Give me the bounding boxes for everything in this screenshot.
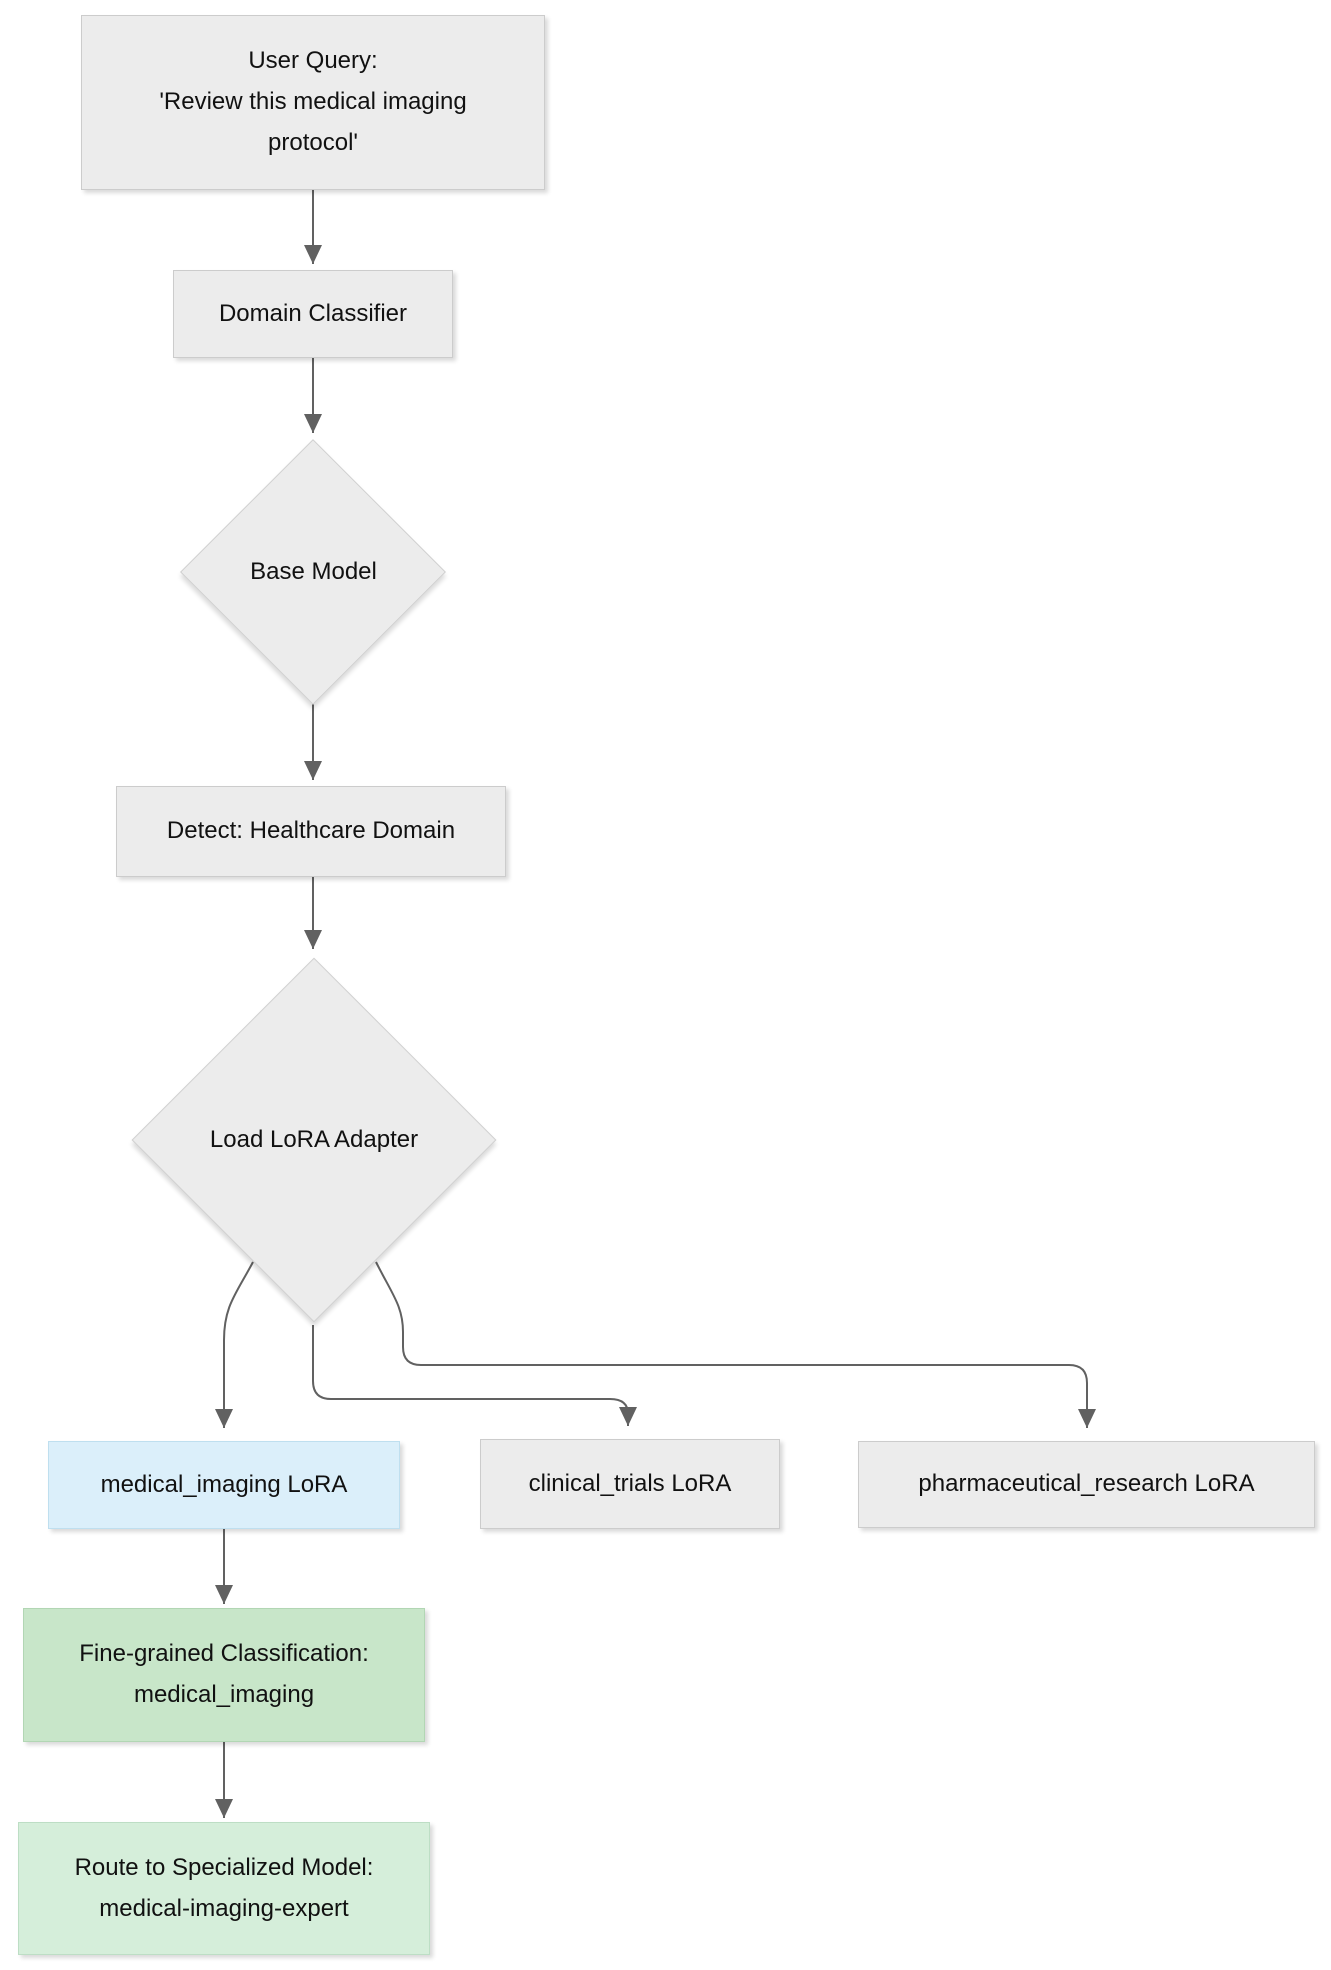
node-clinical-trials-lora-label: clinical_trials LoRA bbox=[528, 1469, 732, 1497]
node-load-lora-shape bbox=[131, 957, 497, 1323]
node-pharmaceutical-research-lora: pharmaceutical_research LoRA bbox=[858, 1441, 1315, 1528]
node-user-query: User Query: 'Review this medical imaging… bbox=[81, 15, 545, 190]
node-user-query-line2: 'Review this medical imaging bbox=[159, 88, 467, 116]
node-route-specialized-model: Route to Specialized Model: medical-imag… bbox=[18, 1822, 430, 1955]
node-detect-healthcare: Detect: Healthcare Domain bbox=[116, 786, 506, 877]
node-fine-grained-line2: medical_imaging bbox=[133, 1681, 315, 1708]
node-detect-healthcare-label: Detect: Healthcare Domain bbox=[166, 817, 456, 845]
node-route-line1: Route to Specialized Model: bbox=[74, 1853, 374, 1881]
node-user-query-line3: protocol' bbox=[268, 128, 358, 156]
node-base-model-shape bbox=[180, 439, 446, 705]
node-route-line2: medical-imaging-expert bbox=[99, 1894, 349, 1922]
node-clinical-trials-lora: clinical_trials LoRA bbox=[480, 1439, 780, 1529]
node-domain-classifier-label: Domain Classifier bbox=[218, 299, 408, 327]
node-fine-grained-line1: Fine-grained Classification: bbox=[79, 1640, 369, 1668]
edge-loadlora-medical bbox=[215, 1261, 254, 1428]
node-pharmaceutical-research-lora-label: pharmaceutical_research LoRA bbox=[918, 1470, 1255, 1498]
node-medical-imaging-lora-label: medical_imaging LoRA bbox=[100, 1470, 348, 1498]
node-fine-grained-classification: Fine-grained Classification: medical_ima… bbox=[23, 1608, 425, 1742]
node-medical-imaging-lora: medical_imaging LoRA bbox=[48, 1441, 400, 1529]
node-domain-classifier: Domain Classifier bbox=[173, 270, 453, 358]
edge-loadlora-pharma bbox=[375, 1261, 1096, 1428]
edge-loadlora-clinical bbox=[312, 1325, 637, 1426]
node-user-query-line1: User Query: bbox=[248, 47, 378, 75]
